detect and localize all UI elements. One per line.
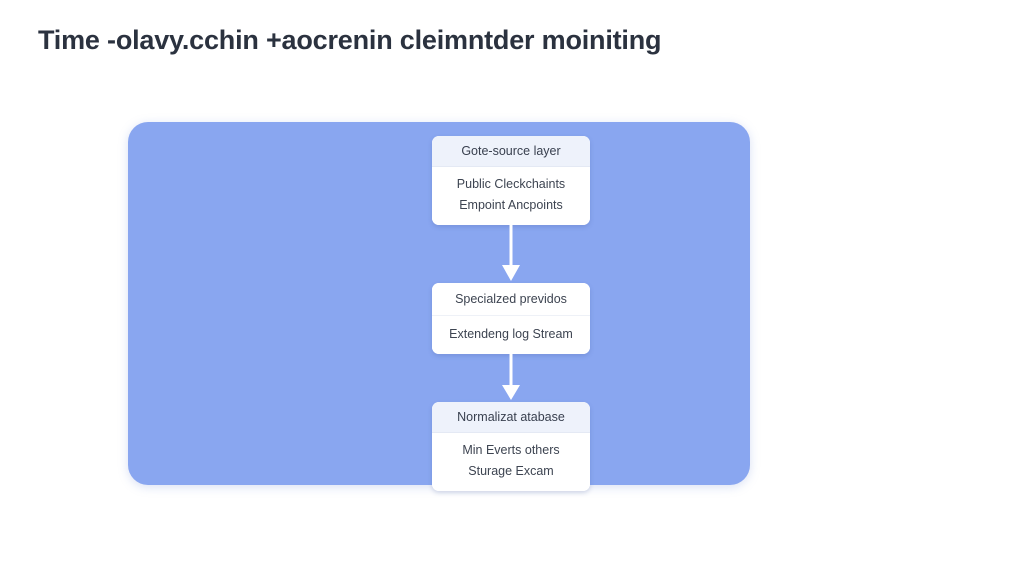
- flow-node-source-layer-body: Public Cleckchaints Empoint Ancpoints: [432, 167, 590, 225]
- flow-node-normalized-database-line-1: Min Everts others: [462, 443, 560, 457]
- flow-node-specialized-providers[interactable]: Specialzed previdos Extendeng log Stream: [432, 283, 590, 354]
- flow-column: Gote-source layer Public Cleckchaints Em…: [432, 136, 590, 491]
- arrow-down-icon-1: [502, 225, 520, 281]
- flow-node-normalized-database-body: Min Everts others Sturage Excam: [432, 433, 590, 491]
- diagram-panel: Gote-source layer Public Cleckchaints Em…: [128, 122, 750, 491]
- flow-node-specialized-providers-line-1: Extendeng log Stream: [449, 327, 573, 341]
- flow-node-source-layer[interactable]: Gote-source layer Public Cleckchaints Em…: [432, 136, 590, 225]
- flow-node-specialized-providers-body: Extendeng log Stream: [432, 316, 590, 354]
- flow-node-normalized-database-header: Normalizat atabase: [432, 402, 590, 433]
- flow-node-normalized-database-line-2: Sturage Excam: [468, 464, 554, 478]
- page-title: Time -olavy.cchin +aocrenin cleimntder m…: [38, 25, 662, 55]
- flow-node-source-layer-header: Gote-source layer: [432, 136, 590, 167]
- flow-node-specialized-providers-header: Specialzed previdos: [432, 283, 590, 316]
- flow-node-source-layer-line-1: Public Cleckchaints: [456, 177, 566, 191]
- arrow-down-icon-2: [502, 354, 520, 400]
- flow-node-source-layer-line-2: Empoint Ancpoints: [459, 198, 563, 212]
- flow-node-normalized-database[interactable]: Normalizat atabase Min Everts others Stu…: [432, 402, 590, 491]
